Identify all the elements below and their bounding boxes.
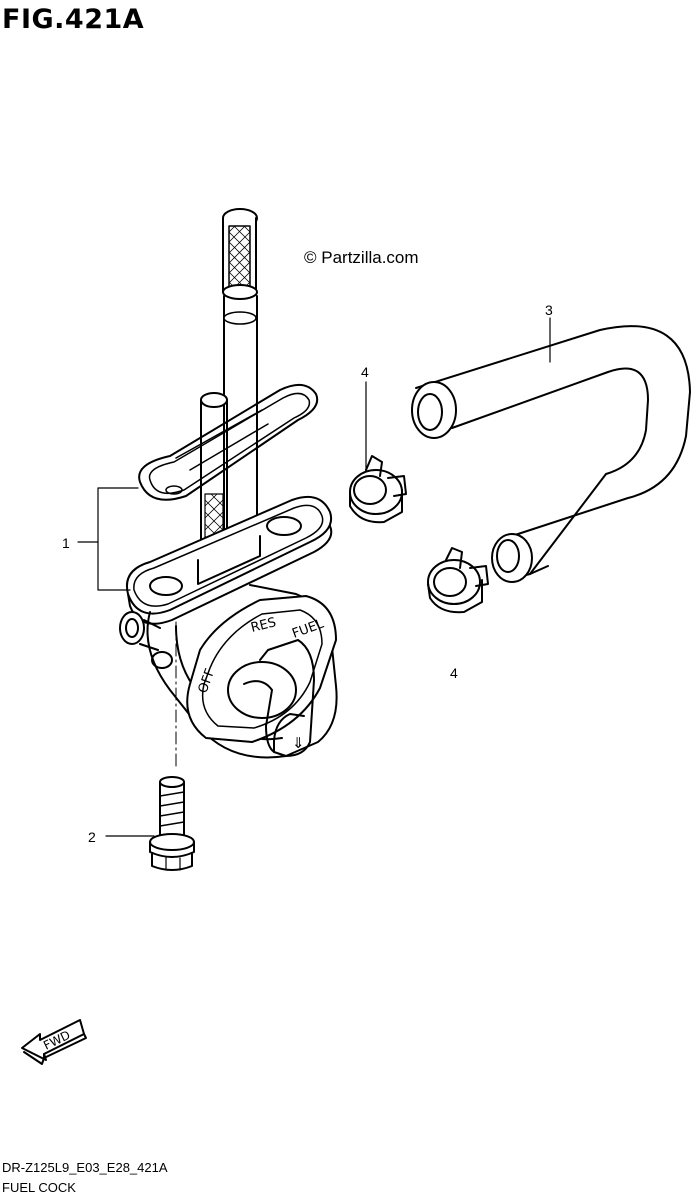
fwd-arrow-icon: FWD — [21, 1019, 87, 1065]
marking-arrow: ⇓ — [292, 734, 305, 752]
callout-2: 2 — [88, 829, 96, 845]
gasket — [138, 383, 319, 501]
marking-res: RES — [249, 615, 277, 636]
figure-title: FIG.421A — [2, 4, 145, 35]
callout-4-upper: 4 — [361, 364, 369, 380]
pickup-tube — [222, 208, 258, 559]
callout-3: 3 — [545, 302, 553, 318]
fwd-label: FWD — [41, 1028, 72, 1053]
hose-clamp-upper — [349, 455, 407, 524]
hose-clamp-lower — [427, 547, 489, 614]
fuel-hose — [411, 325, 691, 583]
callout-4-lower: 4 — [450, 665, 458, 681]
diagram-name: FUEL COCK — [2, 1180, 76, 1195]
callout-1: 1 — [62, 535, 70, 551]
fuel-cock-body — [119, 496, 338, 759]
watermark: © Partzilla.com — [304, 248, 419, 267]
leader-lines — [77, 317, 551, 837]
bolt — [149, 621, 195, 871]
diagram-code: DR-Z125L9_E03_E28_421A — [2, 1160, 168, 1175]
